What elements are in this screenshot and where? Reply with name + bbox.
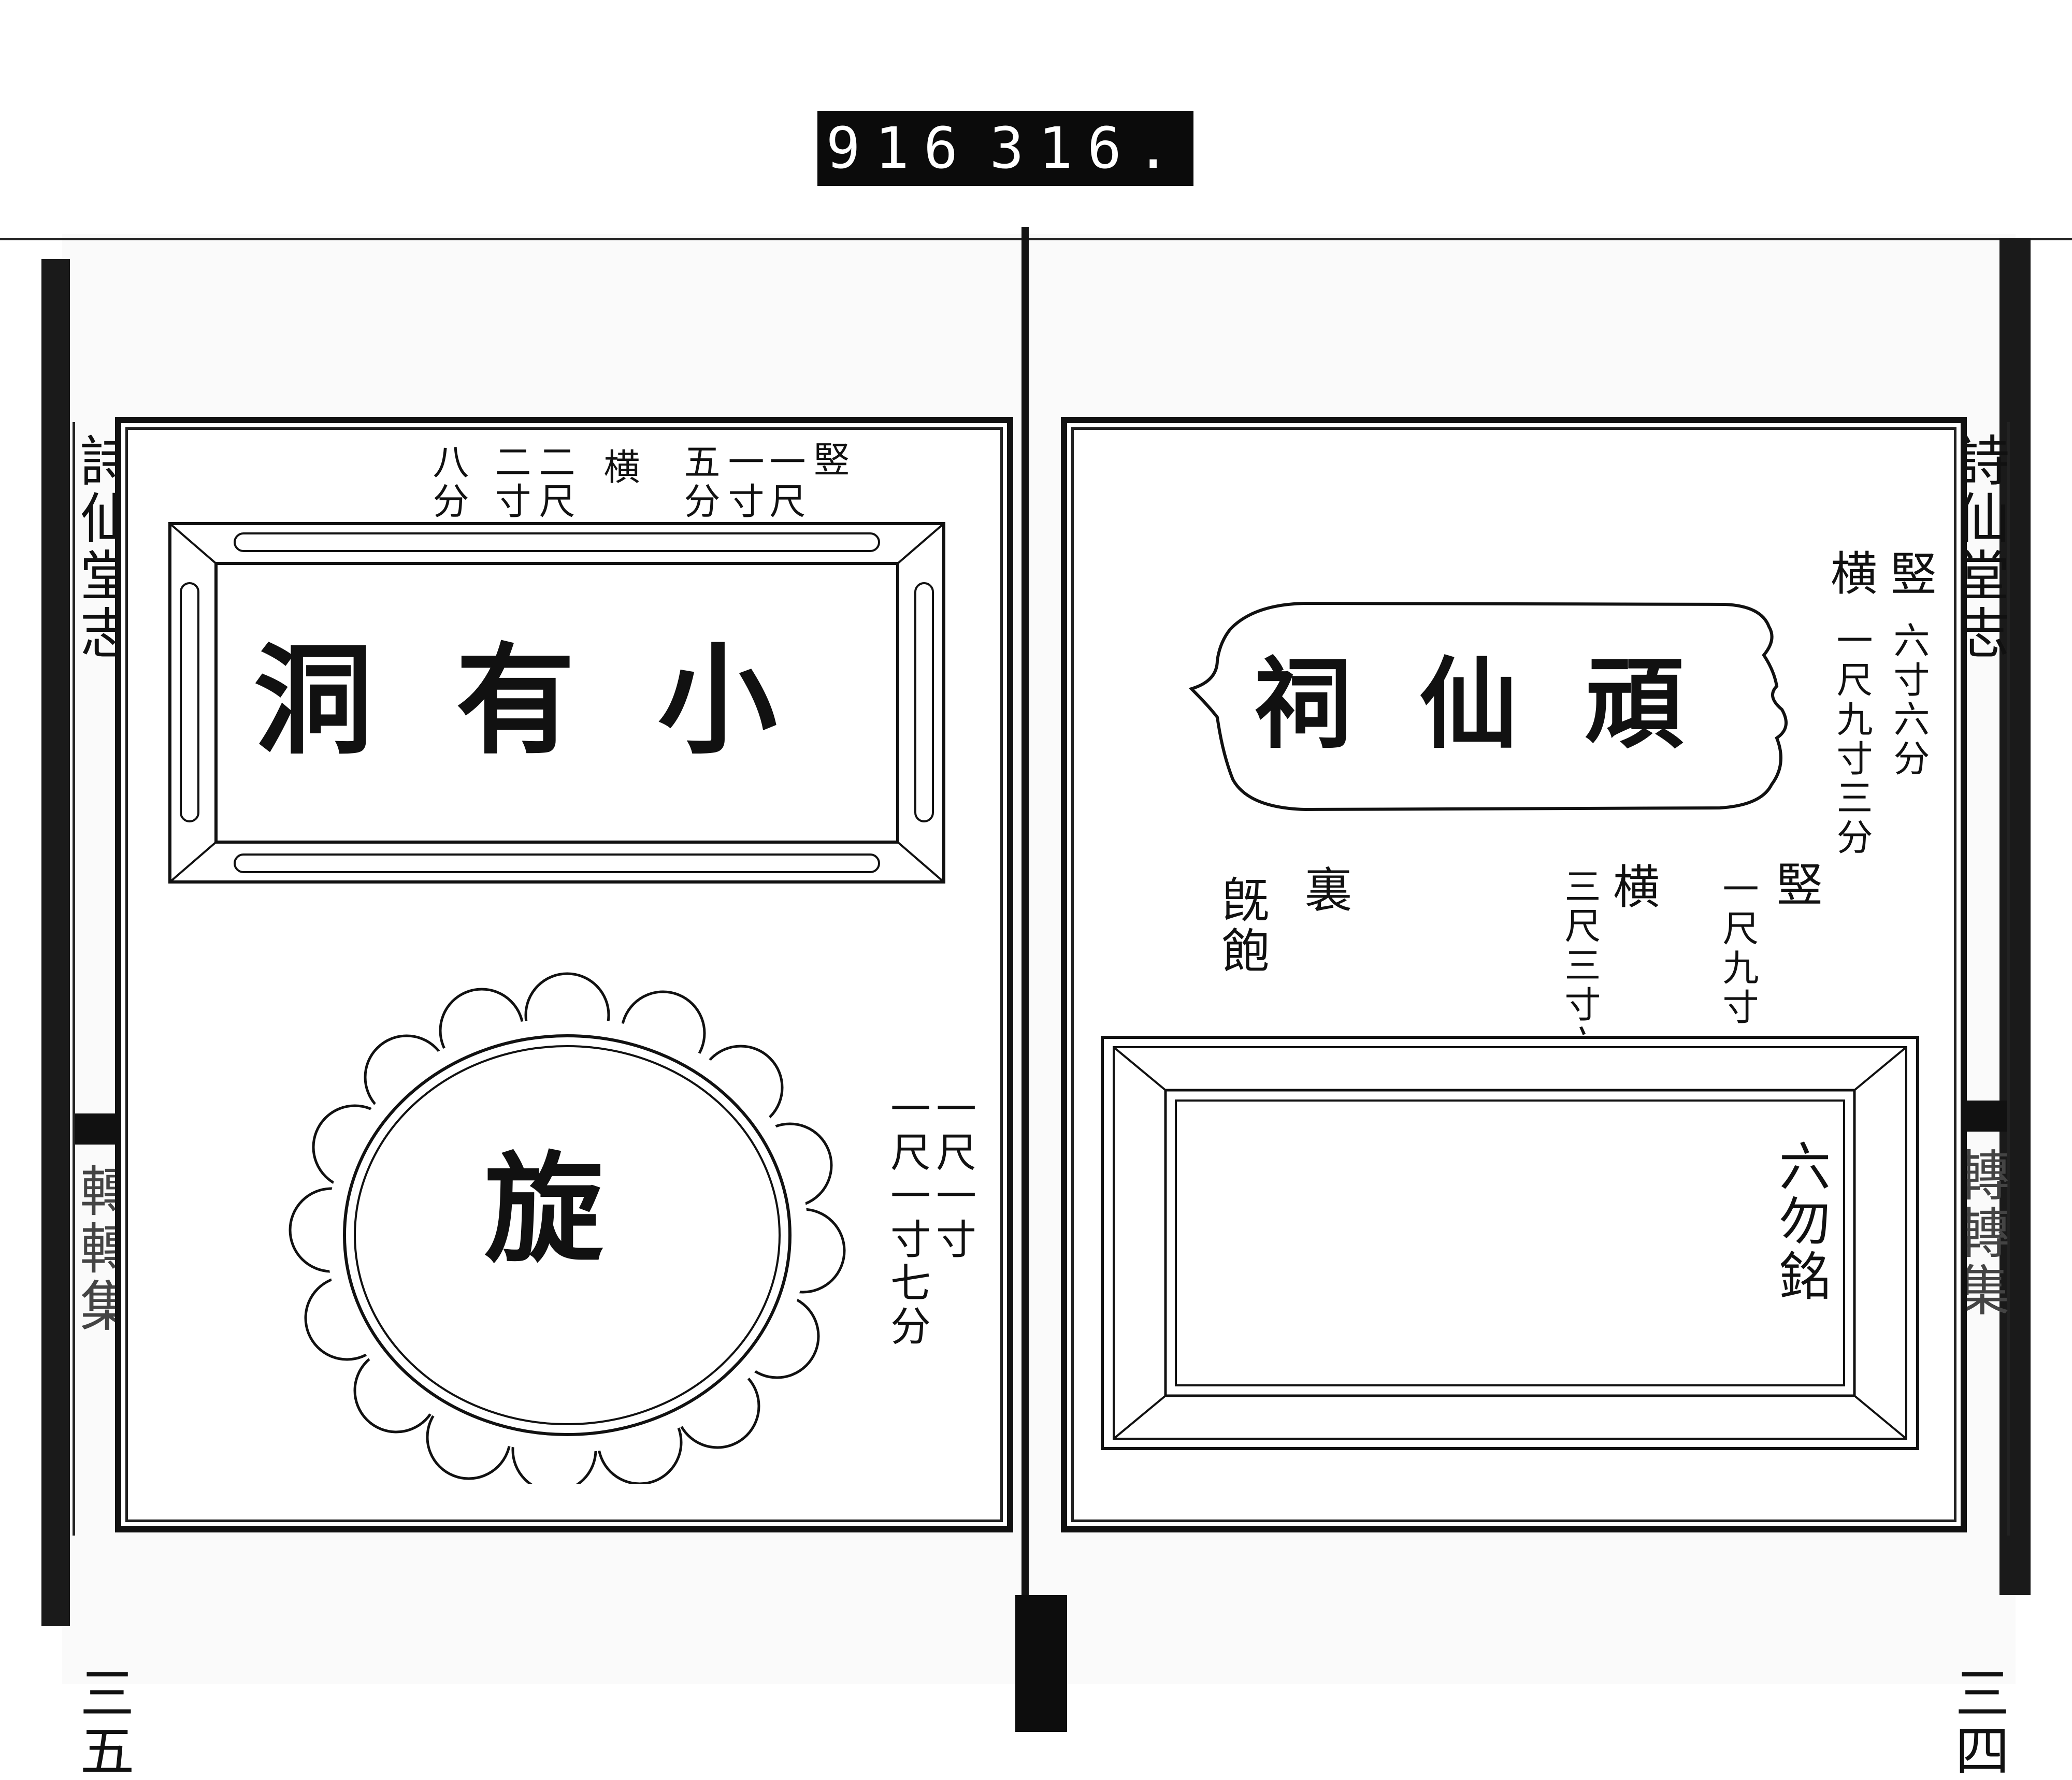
- top-plaque-horizontal-label: 横: [598, 448, 640, 487]
- top-plaque-vertical-line-2: 一寸: [722, 443, 765, 522]
- catalog-number-left: 916: [826, 115, 973, 181]
- round-plaque: 旋: [280, 961, 855, 1493]
- top-rule: [0, 238, 2072, 240]
- inscription-board-text: 六勿銘: [1770, 1139, 1831, 1304]
- top-plaque-vertical-line-3: 五分: [678, 443, 721, 522]
- shrine-plaque-horizontal-value: 一尺九寸三分: [1831, 621, 1873, 858]
- board-horizontal-label: 横: [1605, 862, 1659, 912]
- binding-tab: [1015, 1595, 1067, 1732]
- top-plaque-text: 小有洞: [254, 631, 860, 771]
- reverse-side-text: 旣飽: [1214, 875, 1269, 977]
- shrine-plaque-vertical-value: 六寸六分: [1888, 621, 1930, 779]
- top-plaque-frame: [168, 522, 945, 884]
- right-margin-page-number: 三四: [1946, 1665, 2009, 1780]
- shrine-plaque-frame: [1188, 601, 1788, 812]
- inscription-board-frame: [1101, 1036, 1919, 1450]
- shrine-plaque-text: 頑仙祠: [1253, 646, 1751, 762]
- right-page-inner-frame: [1071, 427, 1956, 1522]
- top-plaque-horizontal-line-2: 二寸: [489, 443, 531, 522]
- reverse-side-label: 裏: [1297, 865, 1352, 916]
- round-plaque-dimension-2: 一尺一寸七分: [884, 1088, 930, 1349]
- left-margin-page-number: 三五: [71, 1665, 134, 1780]
- shrine-plaque: 頑仙祠: [1181, 598, 1808, 816]
- round-plaque-text: 旋: [484, 1139, 604, 1279]
- top-plaque-vertical-line-1: 一尺: [764, 443, 806, 522]
- shrine-plaque-vertical-label: 竪: [1882, 549, 1936, 599]
- round-plaque-scalloped-frame: [289, 972, 846, 1493]
- top-plaque-horizontal-line-1: 二尺: [533, 443, 575, 522]
- top-plaque-horizontal-line-3: 八分: [427, 443, 469, 522]
- round-plaque-dimension-1: 一尺一寸: [929, 1088, 976, 1262]
- left-page-inner-frame: [125, 427, 1003, 1522]
- inscription-board: 六勿銘: [1101, 1036, 1919, 1450]
- left-book-edge: [41, 259, 70, 1626]
- shrine-plaque-horizontal-label: 横: [1822, 549, 1877, 599]
- catalog-number-right: 316.: [989, 115, 1185, 181]
- book-gutter: [1021, 227, 1029, 1703]
- board-vertical-label: 竪: [1768, 860, 1822, 909]
- top-plaque-vertical-label: 竪: [808, 440, 850, 480]
- board-vertical-value: 一尺九寸: [1717, 870, 1759, 1028]
- right-book-edge: [1999, 238, 2031, 1595]
- catalog-number-label: 916 316.: [817, 111, 1193, 186]
- top-plaque: 小有洞: [168, 522, 945, 884]
